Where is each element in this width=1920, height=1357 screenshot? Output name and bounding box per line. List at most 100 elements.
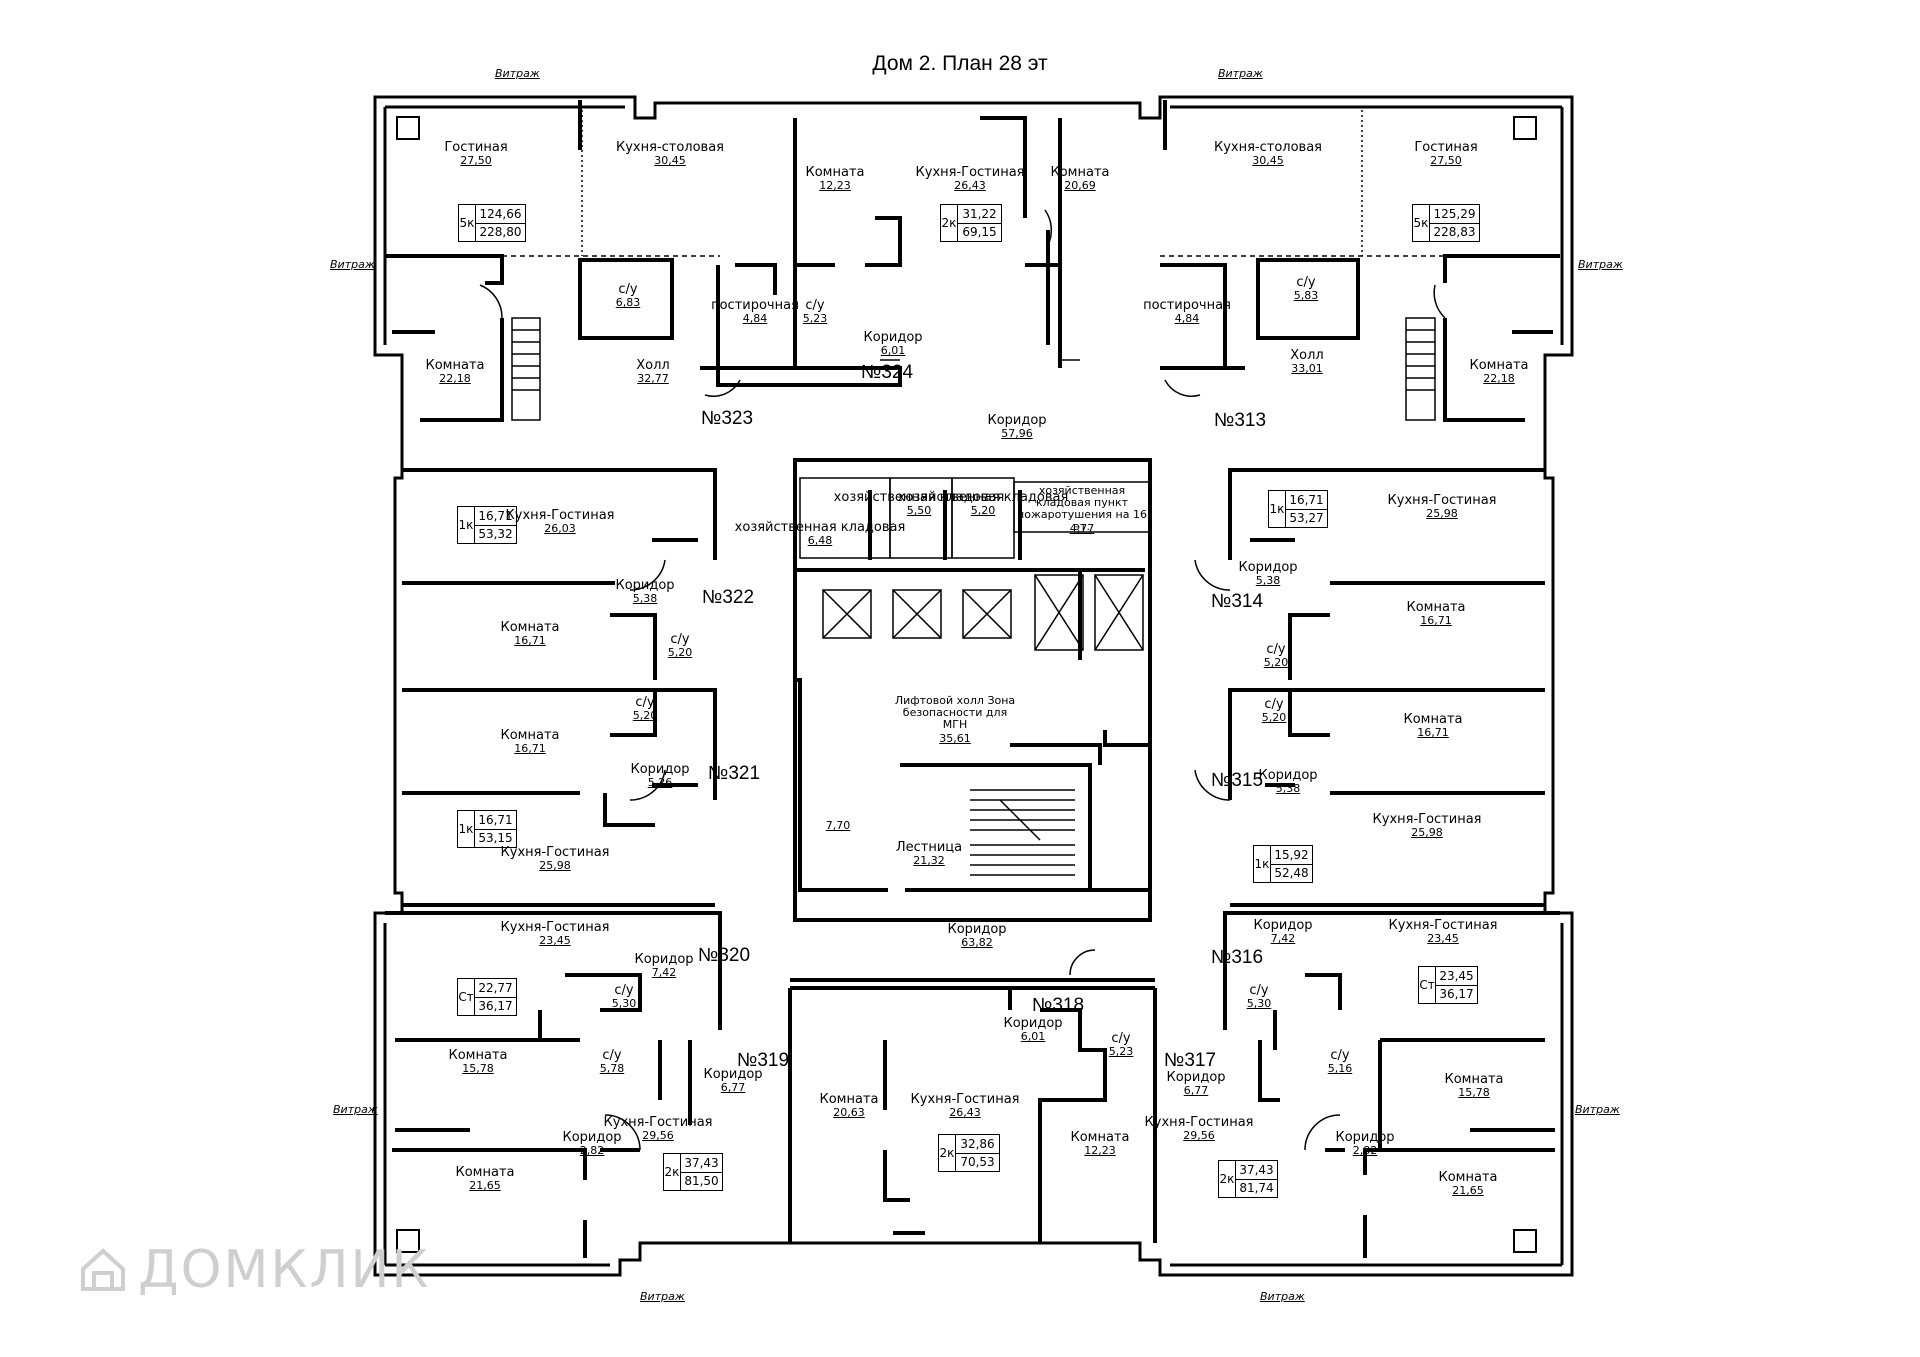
room-area: 7,42	[1270, 932, 1296, 945]
room-name: с/у	[1266, 642, 1286, 657]
room-area: 32,77	[637, 372, 669, 385]
room-name: хозяйственная кладовая	[833, 490, 1005, 505]
room-area: 57,96	[1001, 427, 1033, 440]
room-area: 23,45	[539, 934, 571, 947]
room-area: 6,77	[720, 1081, 746, 1094]
apartment-number: №313	[1213, 410, 1267, 431]
room-area: 15,78	[1458, 1086, 1490, 1099]
room-area: 29,56	[642, 1129, 674, 1142]
vitrazh-label: Витраж	[330, 258, 375, 271]
room-area: 22,18	[439, 372, 471, 385]
room-name: Кухня-Гостиная	[1387, 493, 1497, 508]
room-area: 5,38	[1275, 782, 1301, 795]
room-area: 5,50	[906, 504, 932, 517]
room-name: Комната	[425, 358, 485, 373]
room-area: 5,20	[1261, 711, 1287, 724]
room-area: 23,45	[1427, 932, 1459, 945]
vitrazh-label: Витраж	[495, 67, 540, 80]
room-area: 30,45	[1252, 154, 1284, 167]
room-name: Комната	[500, 620, 560, 635]
room-area: 2,82	[579, 1144, 605, 1157]
room-name: хозяйственная кладовая	[897, 490, 1069, 505]
room-name: Коридор	[1003, 1016, 1063, 1031]
vitrazh-label: Витраж	[333, 1103, 378, 1116]
room-area: 2,82	[1352, 1144, 1378, 1157]
room-area: 29,56	[1183, 1129, 1215, 1142]
room-area: 12,23	[819, 179, 851, 192]
outer-walls	[373, 95, 1574, 1277]
room-area: 26,43	[949, 1106, 981, 1119]
room-name: Комната	[455, 1165, 515, 1180]
room-name: с/у	[1249, 983, 1269, 998]
interior-walls	[385, 100, 1560, 1258]
room-name: постирочная	[1143, 298, 1231, 313]
room-name: с/у	[805, 298, 825, 313]
room-name: Коридор	[1253, 918, 1313, 933]
apartment-number: №321	[707, 763, 761, 784]
apartment-number: №323	[700, 408, 754, 429]
apartment-number: №316	[1210, 947, 1264, 968]
room-area: 4,84	[742, 312, 768, 325]
room-area: 27,50	[460, 154, 492, 167]
room-area: 27,50	[1430, 154, 1462, 167]
room-name: Кухня-Гостиная	[1144, 1115, 1254, 1130]
room-name: Коридор	[947, 922, 1007, 937]
room-area: 26,03	[544, 522, 576, 535]
room-name: Коридор	[703, 1067, 763, 1082]
room-area: 16,71	[1417, 726, 1449, 739]
room-area: 5,26	[647, 776, 673, 789]
room-name: Гостиная	[444, 140, 508, 155]
room-name: с/у	[618, 282, 638, 297]
room-name: с/у	[1264, 697, 1284, 712]
room-area: 5,23	[1108, 1045, 1134, 1058]
room-area: 22,18	[1483, 372, 1515, 385]
room-name: с/у	[635, 695, 655, 710]
room-name: Коридор	[1166, 1070, 1226, 1085]
room-name: Холл	[1290, 348, 1324, 363]
room-name: Кухня-Гостиная	[1372, 812, 1482, 827]
room-area: 4,84	[1174, 312, 1200, 325]
room-name: Комната	[805, 165, 865, 180]
vitrazh-label: Витраж	[1575, 1103, 1620, 1116]
room-area: 5,83	[1293, 289, 1319, 302]
room-name: Кухня-Гостиная	[505, 508, 615, 523]
room-name: Комната	[819, 1092, 879, 1107]
room-name: Коридор	[634, 952, 694, 967]
room-area: 5,23	[802, 312, 828, 325]
room-name: постирочная	[711, 298, 799, 313]
room-area: 5,20	[667, 646, 693, 659]
room-name: Коридор	[1238, 560, 1298, 575]
room-area: 12,23	[1084, 1144, 1116, 1157]
room-area: 6,01	[880, 344, 906, 357]
apartment-number: №324	[860, 362, 914, 383]
room-area: 25,98	[1426, 507, 1458, 520]
room-area: 6,83	[615, 296, 641, 309]
room-area: 5,16	[1327, 1062, 1353, 1075]
room-area: 63,82	[961, 936, 993, 949]
room-name: с/у	[670, 632, 690, 647]
room-area: 4,77	[1069, 522, 1095, 535]
room-area: 33,01	[1291, 362, 1323, 375]
room-name: Кухня-Гостиная	[910, 1092, 1020, 1107]
room-area: 6,01	[1020, 1030, 1046, 1043]
room-name: Комната	[1403, 712, 1463, 727]
plan-title: Дом 2. План 28 эт	[872, 52, 1048, 75]
room-area: 21,65	[1452, 1184, 1484, 1197]
room-name: Комната	[1406, 600, 1466, 615]
vitrazh-label: Витраж	[640, 1290, 685, 1303]
room-name: с/у	[1330, 1048, 1350, 1063]
room-name: с/у	[1111, 1031, 1131, 1046]
room-name: Кухня-Гостиная	[500, 920, 610, 935]
house-logo-icon	[81, 1248, 125, 1291]
apartment-number: №318	[1031, 995, 1085, 1016]
room-name: Коридор	[863, 330, 923, 345]
apartment-number: №322	[701, 587, 755, 608]
room-name: Кухня-Гостиная	[603, 1115, 713, 1130]
